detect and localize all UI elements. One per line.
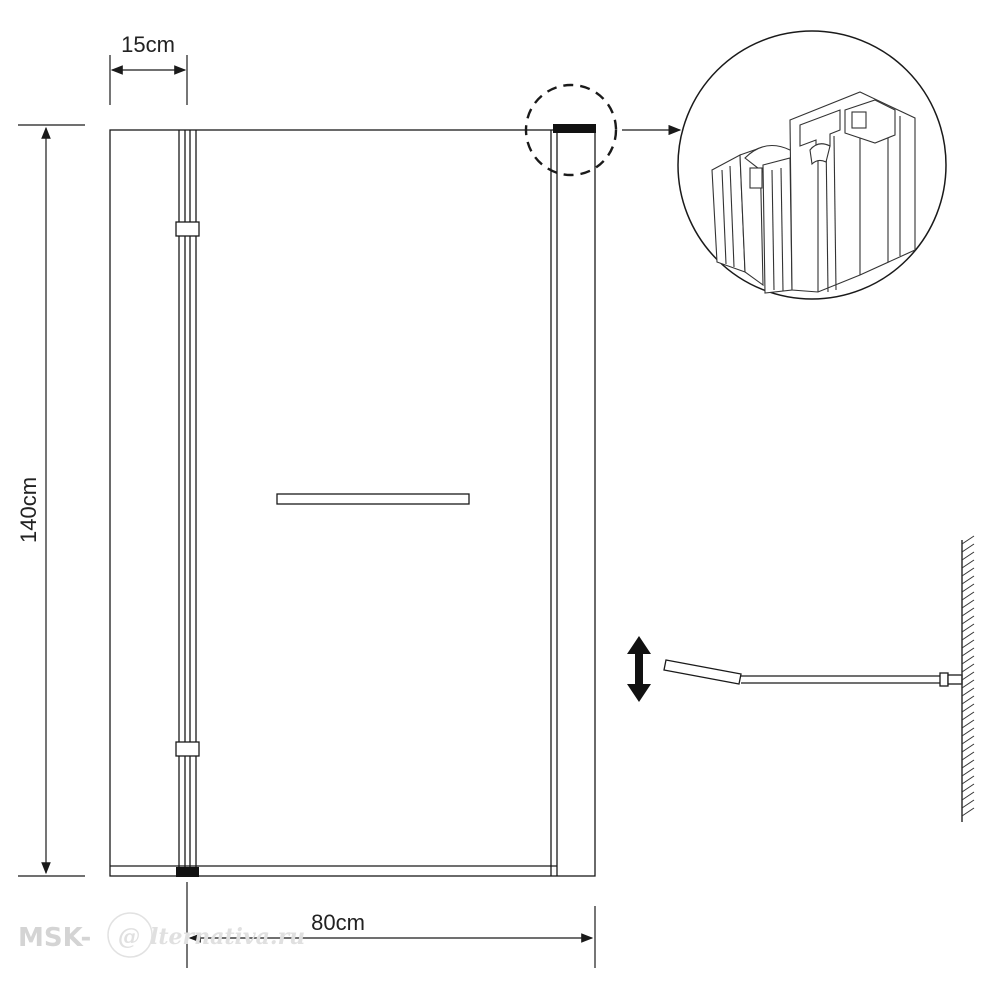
up-down-arrow-icon [627,636,651,702]
watermark-brand: MSK- [18,923,91,953]
top-width-dimension: 15cm [109,32,188,105]
watermark-at: @ [118,924,140,950]
hatch-line [961,535,975,545]
hatch-line [961,711,975,721]
hatch-line [961,591,975,601]
hatch-line [961,751,975,761]
side-view [663,659,963,687]
watermark-suffix: lternativa.ru [150,924,305,950]
wall-hatch [961,535,975,822]
hatch-line [961,599,975,609]
hatch-line [961,655,975,665]
hatch-line [961,743,975,753]
hinge-top [175,221,200,237]
hatch-line [961,615,975,625]
bottom-seal [176,867,199,877]
hatch-line [961,679,975,689]
hatch-line [961,783,975,793]
hatch-line [961,703,975,713]
hatch-line [961,791,975,801]
hatch-line [961,575,975,585]
top-width-label: 15cm [121,32,175,57]
profile-detail-view [677,30,947,300]
hatch-line [961,695,975,705]
hatch-line [961,719,975,729]
hatch-line [961,567,975,577]
watermark: MSK- @ lternativa.ru [18,912,305,958]
hatch-line [961,807,975,817]
hatch-line [961,623,975,633]
hatch-line [961,607,975,617]
hatch-line [961,671,975,681]
hatch-line [961,551,975,561]
hatch-line [961,639,975,649]
hatch-line [961,559,975,569]
height-label: 140cm [16,477,41,543]
hatch-line [961,663,975,673]
bottom-width-label: 80cm [311,910,365,935]
hatch-line [961,647,975,657]
bottom-width-dimension: 80cm [186,882,596,968]
hatch-line [961,583,975,593]
hatch-line [961,727,975,737]
top-profile-seal [553,124,596,133]
hatch-line [961,775,975,785]
hatch-line [961,543,975,553]
hatch-line [961,735,975,745]
hatch-line [961,767,975,777]
hatch-line [961,631,975,641]
hatch-line [961,687,975,697]
hatch-line [961,799,975,809]
hinge-bottom [175,741,200,757]
towel-rail [276,493,470,505]
detail-marker-circle [524,83,618,177]
hatch-line [961,759,975,769]
height-dimension: 140cm [16,124,85,877]
